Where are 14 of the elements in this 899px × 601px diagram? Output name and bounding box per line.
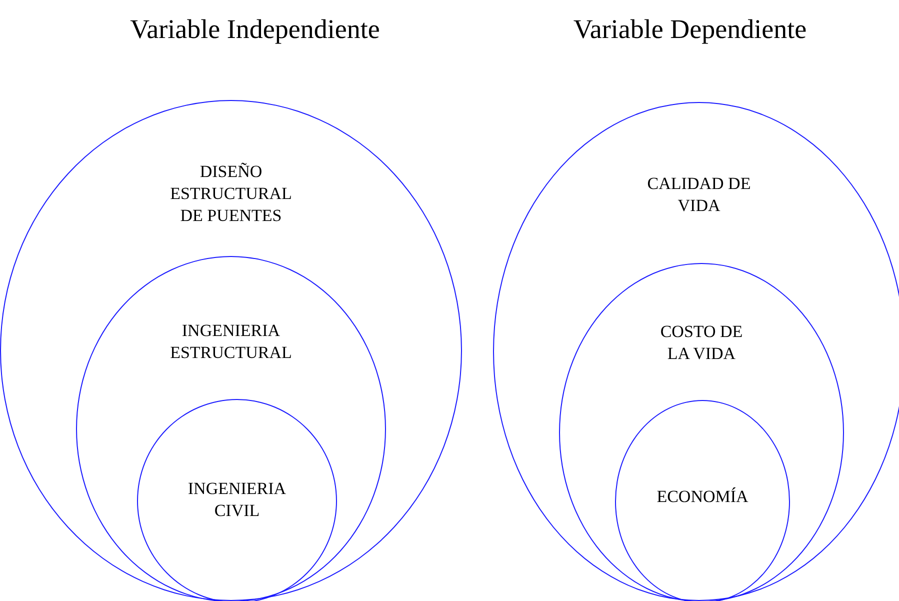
- region-label: INGENIERIA ESTRUCTURAL: [169, 320, 293, 364]
- ellipse-region: [615, 400, 790, 601]
- region-label: DISEÑO ESTRUCTURAL DE PUENTES: [169, 161, 293, 227]
- ellipse-region: [76, 256, 386, 601]
- column-heading: Variable Dependiente: [573, 14, 807, 45]
- ellipse-region: [493, 102, 899, 601]
- ellipse-region: [559, 263, 844, 601]
- region-label: INGENIERIA CIVIL: [187, 478, 287, 522]
- ellipse-region: [0, 100, 462, 601]
- column-heading: Variable Independiente: [130, 14, 380, 45]
- region-label: COSTO DE LA VIDA: [659, 321, 744, 365]
- region-label: CALIDAD DE VIDA: [646, 173, 752, 217]
- region-label: ECONOMÍA: [656, 486, 750, 508]
- ellipse-region: [137, 399, 337, 601]
